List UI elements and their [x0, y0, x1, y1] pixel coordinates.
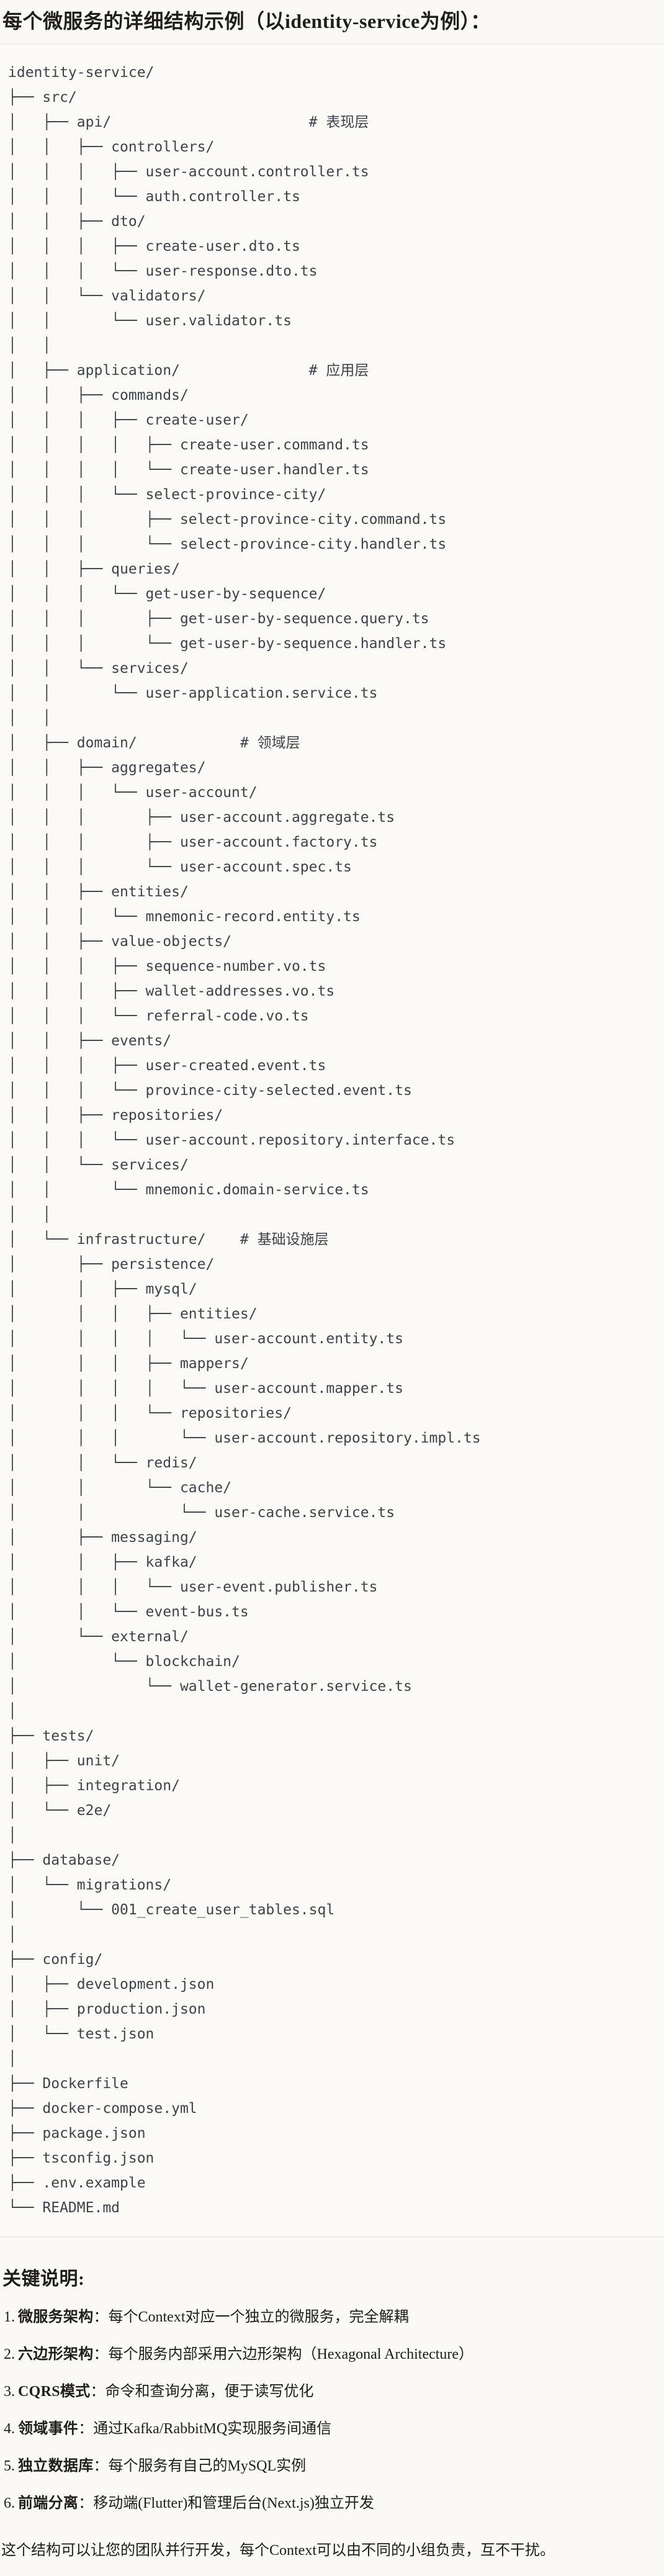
- note-colon: ：: [90, 2383, 105, 2400]
- note-item-microservices: 1.微服务架构：每个Context对应一个独立的微服务，完全解耦: [4, 2307, 660, 2328]
- closing-paragraph: 这个结构可以让您的团队并行开发，每个Context可以由不同的小组负责，互不干扰…: [1, 2542, 555, 2559]
- note-text: 命令和查询分离，便于读写优化: [105, 2383, 314, 2400]
- note-text: 移动端(Flutter)和管理后台(Next.js)独立开发: [93, 2495, 374, 2511]
- note-item-frontend-split: 6.前端分离：移动端(Flutter)和管理后台(Next.js)独立开发: [4, 2493, 660, 2514]
- note-item-independent-db: 5.独立数据库：每个服务有自己的MySQL实例: [4, 2456, 660, 2477]
- note-colon: ：: [78, 2495, 94, 2511]
- note-term: 前端分离: [18, 2495, 79, 2511]
- note-term: 微服务架构: [18, 2308, 94, 2325]
- note-number: 6.: [4, 2495, 15, 2511]
- note-text: 通过Kafka/RabbitMQ实现服务间通信: [93, 2420, 332, 2437]
- note-item-cqrs: 3.CQRS模式：命令和查询分离，便于读写优化: [4, 2381, 660, 2402]
- note-term: 六边形架构: [18, 2346, 94, 2362]
- note-text: 每个服务有自己的MySQL实例: [108, 2457, 307, 2474]
- note-colon: ：: [93, 2457, 109, 2474]
- note-colon: ：: [93, 2346, 109, 2362]
- code-block: identity-service/ ├── src/ │ ├── api/ # …: [0, 43, 664, 2237]
- note-number: 1.: [4, 2308, 15, 2325]
- note-term: CQRS模式: [18, 2383, 91, 2400]
- note-text: 每个服务内部采用六边形架构（Hexagonal Architecture）: [108, 2346, 474, 2362]
- note-item-domain-events: 4.领域事件：通过Kafka/RabbitMQ实现服务间通信: [4, 2418, 660, 2439]
- directory-tree: identity-service/ ├── src/ │ ├── api/ # …: [8, 64, 481, 2216]
- note-text: 每个Context对应一个独立的微服务，完全解耦: [108, 2308, 409, 2325]
- note-term: 领域事件: [18, 2420, 79, 2437]
- note-number: 4.: [4, 2420, 15, 2437]
- note-colon: ：: [93, 2308, 109, 2325]
- note-colon: ：: [78, 2420, 94, 2437]
- notes-heading: 关键说明:: [2, 2268, 85, 2289]
- note-number: 2.: [4, 2346, 15, 2362]
- note-item-hexagonal: 2.六边形架构：每个服务内部采用六边形架构（Hexagonal Architec…: [4, 2344, 660, 2365]
- page-title: 每个微服务的详细结构示例（以identity-service为例）：: [2, 10, 491, 32]
- note-term: 独立数据库: [18, 2457, 94, 2474]
- note-number: 5.: [4, 2457, 15, 2474]
- document-page: 每个微服务的详细结构示例（以identity-service为例）： ident…: [0, 9, 664, 2576]
- note-number: 3.: [4, 2383, 15, 2400]
